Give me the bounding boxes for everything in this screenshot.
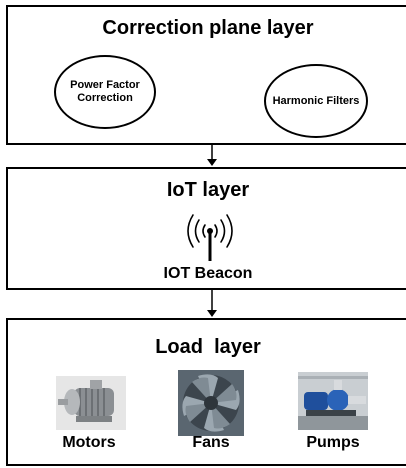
iot-layer: IoT layer IOT Beacon	[6, 167, 406, 290]
motor-icon	[56, 376, 126, 430]
fans-label: Fans	[192, 434, 230, 451]
correction-plane-layer: Correction plane layer Power Factor Corr…	[6, 5, 406, 145]
harmonic-filters-label: Harmonic Filters	[272, 94, 360, 107]
harmonic-filters-node: Harmonic Filters	[264, 64, 368, 138]
iot-beacon-label: IOT Beacon	[163, 265, 253, 282]
power-factor-correction-label: Power Factor Correction	[70, 79, 140, 104]
motors-label: Motors	[62, 434, 116, 451]
correction-layer-title: Correction plane layer	[102, 17, 314, 39]
power-factor-correction-node: Power Factor Correction	[54, 55, 156, 129]
arrow-down-icon	[207, 145, 217, 166]
arrow-down-icon	[207, 290, 217, 317]
iot-layer-title: IoT layer	[166, 179, 250, 201]
pump-icon	[298, 372, 368, 430]
load-layer: Load layer Motors Fans	[6, 318, 406, 466]
wireless-beacon-icon	[187, 214, 233, 261]
fan-icon	[178, 370, 244, 436]
pumps-label: Pumps	[306, 434, 360, 451]
load-layer-title: Load layer	[155, 336, 261, 358]
